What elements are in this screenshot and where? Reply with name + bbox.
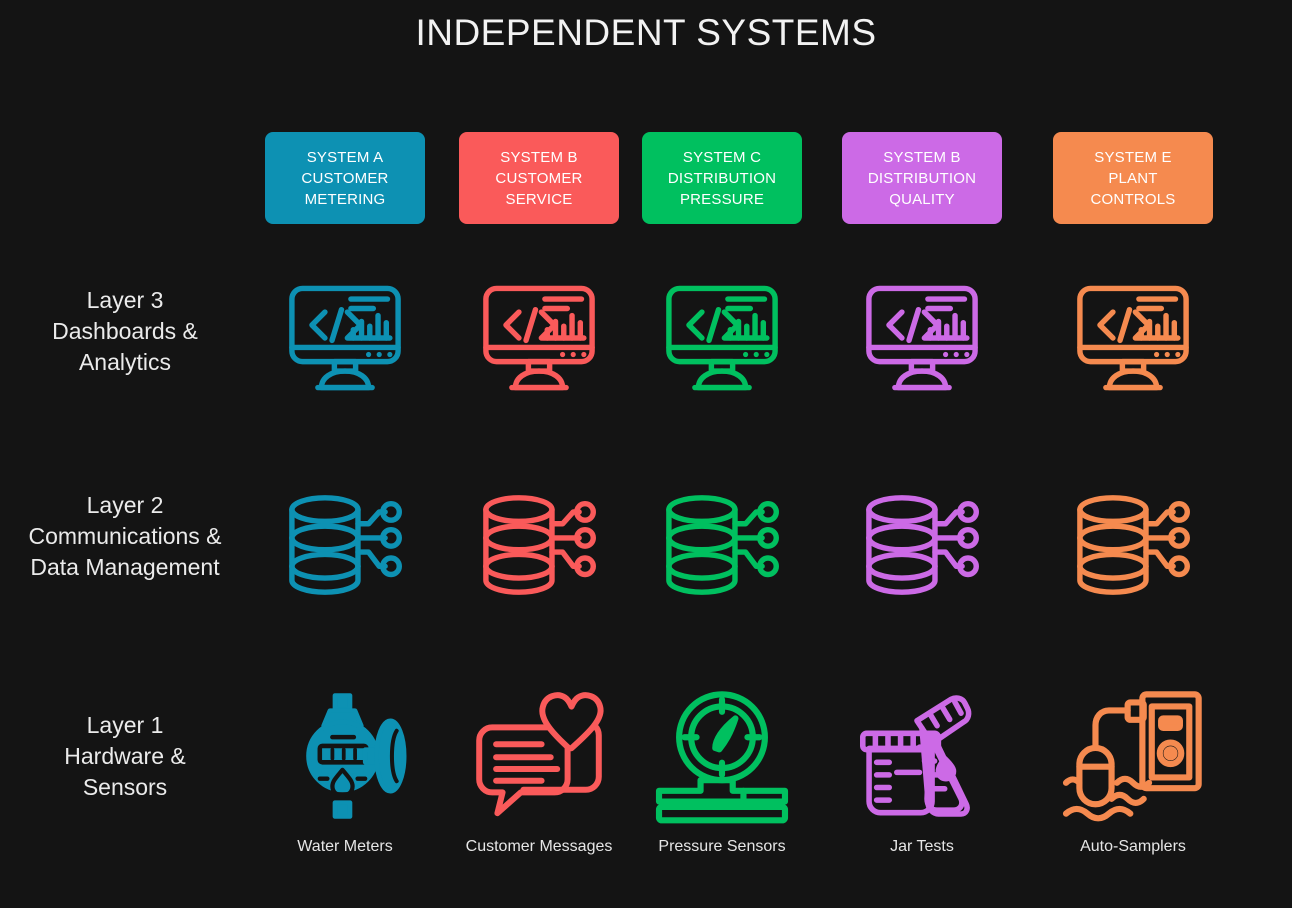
- caption-water-meters: Water Meters: [297, 838, 393, 855]
- system-card-system-b-distribution-quality[interactable]: SYSTEM B DISTRIBUTION QUALITY: [842, 132, 1002, 224]
- system-card-line-1: SYSTEM C: [682, 148, 762, 166]
- system-card-line-1: SYSTEM A: [306, 148, 384, 166]
- caption-jar-tests: Jar Tests: [890, 838, 954, 855]
- row-label-layer-1: Layer 1 Hardware & Sensors: [0, 710, 250, 803]
- system-card-line-2: CUSTOMER: [301, 169, 389, 187]
- row-label-line-2: Hardware &: [64, 743, 186, 769]
- database-network-icon-system-c: [642, 482, 802, 607]
- system-card-line-2: CUSTOMER: [495, 169, 583, 187]
- water-meter-icon: [265, 688, 425, 823]
- system-card-line-3: PRESSURE: [679, 190, 765, 208]
- dashboard-monitor-icon-system-b-distribution-quality: [842, 275, 1002, 400]
- system-card-system-c[interactable]: SYSTEM C DISTRIBUTION PRESSURE: [642, 132, 802, 224]
- caption-customer-messages: Customer Messages: [465, 838, 613, 855]
- caption-pressure-sensors: Pressure Sensors: [658, 838, 786, 855]
- caption-auto-samplers: Auto-Samplers: [1080, 838, 1186, 855]
- row-label-line-1: Layer 1: [86, 712, 164, 738]
- database-network-icon-system-a: [265, 482, 425, 607]
- dashboard-monitor-icon-system-c: [642, 275, 802, 400]
- row-label-layer-3: Layer 3 Dashboards & Analytics: [0, 285, 250, 378]
- system-card-line-2: PLANT: [1108, 169, 1158, 187]
- system-card-line-1: SYSTEM E: [1094, 148, 1172, 166]
- system-card-line-1: SYSTEM B: [500, 148, 578, 166]
- dashboard-monitor-icon-system-b-customer-service: [459, 275, 619, 400]
- row-label-line-1: Layer 2: [86, 492, 164, 518]
- row-label-line-2: Dashboards &: [52, 318, 198, 344]
- database-network-icon-system-b-customer-service: [459, 482, 619, 607]
- customer-messages-icon: [459, 688, 619, 823]
- system-card-line-3: CONTROLS: [1090, 190, 1176, 208]
- system-card-line-3: QUALITY: [889, 190, 955, 208]
- system-card-line-2: DISTRIBUTION: [867, 169, 977, 187]
- system-card-system-e[interactable]: SYSTEM E PLANT CONTROLS: [1053, 132, 1213, 224]
- database-network-icon-system-e: [1053, 482, 1213, 607]
- row-label-line-3: Data Management: [30, 554, 220, 580]
- system-card-line-1: SYSTEM B: [883, 148, 961, 166]
- row-label-line-2: Communications &: [28, 523, 222, 549]
- system-card-line-2: DISTRIBUTION: [667, 169, 777, 187]
- dashboard-monitor-icon-system-a: [265, 275, 425, 400]
- page-title: INDEPENDENT SYSTEMS: [415, 12, 877, 53]
- system-card-system-a[interactable]: SYSTEM A CUSTOMER METERING: [265, 132, 425, 224]
- row-label-line-3: Analytics: [78, 349, 172, 375]
- row-label-layer-2: Layer 2 Communications & Data Management: [0, 490, 250, 583]
- row-label-line-3: Sensors: [82, 774, 168, 800]
- pressure-gauge-icon: [642, 688, 802, 823]
- dashboard-monitor-icon-system-e: [1053, 275, 1213, 400]
- row-label-line-1: Layer 3: [86, 287, 164, 313]
- auto-sampler-icon: [1053, 688, 1213, 823]
- system-card-line-3: SERVICE: [505, 190, 573, 208]
- system-card-line-3: METERING: [304, 190, 386, 208]
- system-card-system-b-customer-service[interactable]: SYSTEM B CUSTOMER SERVICE: [459, 132, 619, 224]
- jar-test-icon: [842, 688, 1002, 823]
- database-network-icon-system-b-distribution-quality: [842, 482, 1002, 607]
